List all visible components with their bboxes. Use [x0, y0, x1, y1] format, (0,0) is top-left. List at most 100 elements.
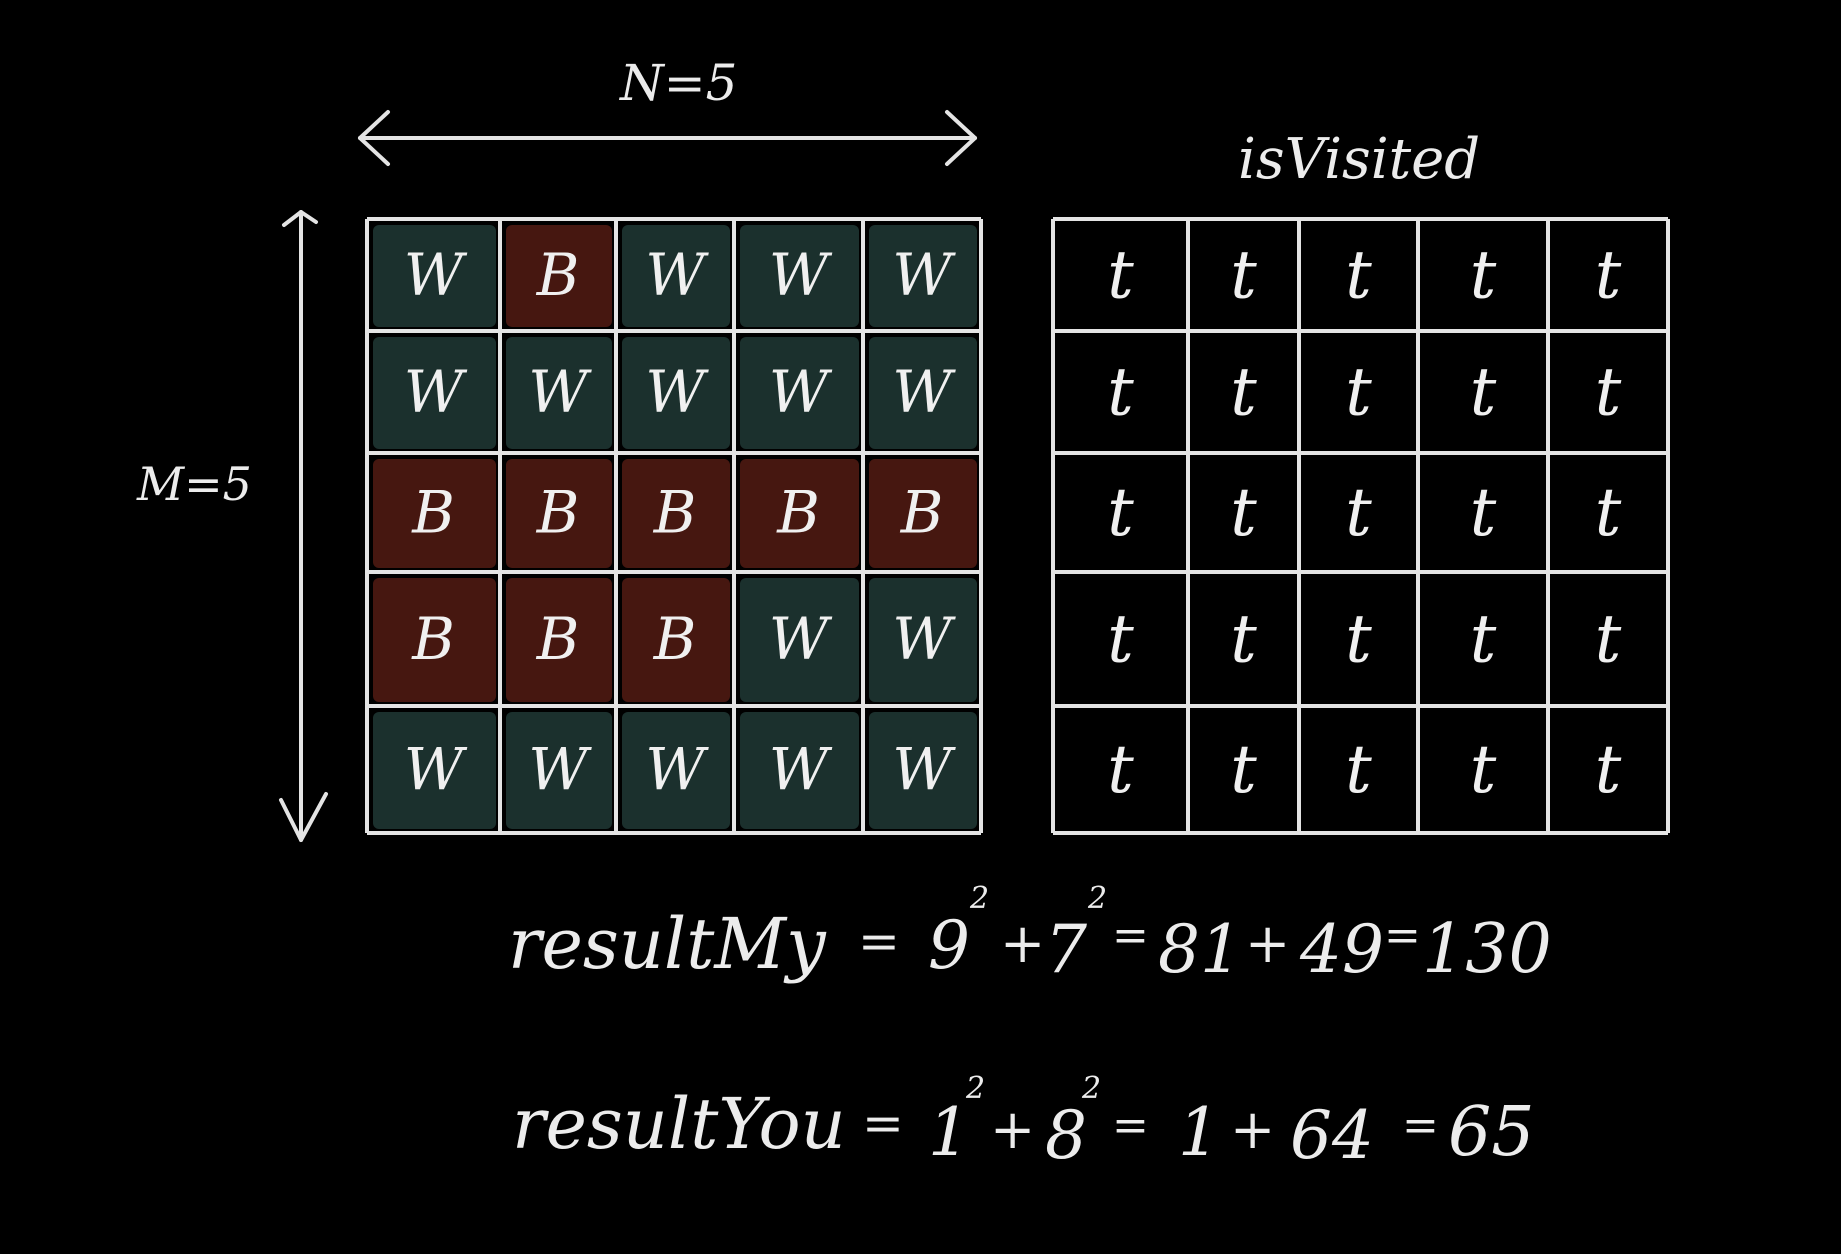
- visited-cell-r5-c4: t: [1470, 731, 1497, 808]
- visited-cell-r5-c2: t: [1230, 731, 1257, 808]
- soldier-cell-r4-c4: W: [769, 605, 833, 673]
- soldier-cell-r1-c1: W: [404, 241, 468, 309]
- soldier-cell-r2-c1: W: [404, 358, 468, 426]
- eq1-base-2: 7: [1045, 911, 1087, 988]
- visited-cell-r5-c5: t: [1595, 731, 1622, 808]
- eq2-exponent-1: 2: [965, 1071, 985, 1106]
- eq1-value-1: 81: [1158, 911, 1242, 988]
- soldier-cell-fill-r5-c2: [506, 712, 612, 829]
- visited-cell-r3-c4: t: [1470, 474, 1497, 551]
- visited-cell-r4-c4: t: [1470, 601, 1497, 678]
- eq2-exponent-2: 2: [1081, 1071, 1101, 1106]
- soldier-cell-r5-c2: W: [528, 736, 592, 804]
- soldier-cell-r1-c4: W: [769, 241, 833, 309]
- eq1-exponent-2: 2: [1087, 881, 1107, 916]
- eq1-value-2: 49: [1299, 911, 1384, 988]
- equation-result-you: resultYou = 1 2 + 8 2 = 1 + 64 = 65: [512, 1071, 1535, 1174]
- visited-cell-r3-c5: t: [1595, 474, 1622, 551]
- eq2-value-1: 1: [1178, 1094, 1220, 1171]
- visited-title: isVisited: [1238, 127, 1480, 192]
- height-arrow: [279, 210, 328, 842]
- visited-cell-r1-c1: t: [1107, 237, 1134, 314]
- eq1-variable: resultMy: [508, 903, 827, 985]
- visited-cell-r5-c3: t: [1345, 731, 1372, 808]
- soldier-cell-fill-r4-c1: [373, 578, 496, 702]
- eq1-result: 130: [1422, 910, 1552, 989]
- soldier-cell-r4-c3: B: [653, 605, 697, 673]
- visited-cell-r3-c2: t: [1230, 474, 1257, 551]
- visited-cell-r1-c5: t: [1595, 237, 1622, 314]
- visited-cell-r1-c3: t: [1345, 237, 1372, 314]
- visited-cell-r1-c4: t: [1470, 237, 1497, 314]
- visited-cell-r5-c1: t: [1107, 731, 1134, 808]
- visited-cell-r2-c2: t: [1230, 354, 1257, 431]
- visited-cell-r4-c3: t: [1345, 601, 1372, 678]
- soldier-cell-fill-r2-c3: [622, 337, 730, 449]
- eq2-variable: resultYou: [512, 1083, 846, 1165]
- soldier-cell-fill-r1-c4: [740, 225, 859, 327]
- soldier-cell-r2-c3: W: [645, 358, 709, 426]
- soldier-cell-fill-r3-c3: [622, 459, 730, 568]
- soldier-grid-lines: [365, 217, 983, 835]
- eq2-plus-2: +: [1230, 1098, 1275, 1161]
- eq1-plus-2: +: [1245, 912, 1290, 975]
- soldier-cell-fill-r5-c5: [869, 712, 977, 829]
- soldier-cell-r5-c4: W: [769, 736, 833, 804]
- soldier-cell-r5-c1: W: [404, 736, 468, 804]
- soldier-cell-r2-c5: W: [892, 358, 956, 426]
- soldier-cell-fill-r3-c1: [373, 459, 496, 568]
- soldier-cell-fill-r4-c5: [869, 578, 977, 702]
- visited-cell-r2-c3: t: [1345, 354, 1372, 431]
- eq1-base-1: 9: [928, 907, 970, 984]
- soldier-cell-fill-r1-c2: [506, 225, 612, 327]
- soldier-cell-r5-c3: W: [645, 736, 709, 804]
- eq2-plus-1: +: [990, 1098, 1035, 1161]
- eq1-equals-3: =: [1384, 910, 1421, 961]
- visited-cell-r1-c2: t: [1230, 237, 1257, 314]
- height-label: M=5: [136, 457, 252, 511]
- visited-cell-r3-c3: t: [1345, 474, 1372, 551]
- soldier-cell-fill-r3-c4: [740, 459, 859, 568]
- soldier-cell-r4-c5: W: [892, 605, 956, 673]
- eq2-result: 65: [1448, 1093, 1535, 1172]
- soldier-cell-fill-r3-c2: [506, 459, 612, 568]
- eq1-equals-2: =: [1112, 910, 1149, 961]
- soldier-cell-r3-c4: B: [776, 479, 820, 547]
- visited-cell-r4-c5: t: [1595, 601, 1622, 678]
- eq2-equals-1: =: [862, 1094, 904, 1152]
- soldier-cell-fills: [373, 225, 977, 829]
- visited-cell-r2-c4: t: [1470, 354, 1497, 431]
- soldier-cell-fill-r1-c5: [869, 225, 977, 327]
- eq1-plus-1: +: [1000, 912, 1045, 975]
- soldier-cell-r2-c4: W: [769, 358, 833, 426]
- soldier-cell-r1-c5: W: [892, 241, 956, 309]
- soldier-cell-fill-r2-c4: [740, 337, 859, 449]
- soldier-cell-r3-c3: B: [653, 479, 697, 547]
- soldier-cell-r4-c1: B: [411, 605, 455, 673]
- visited-cell-r4-c1: t: [1107, 601, 1134, 678]
- soldier-cell-r3-c2: B: [536, 479, 580, 547]
- width-arrow: [358, 110, 977, 166]
- eq1-exponent-1: 2: [969, 881, 989, 916]
- eq1-equals-1: =: [858, 912, 900, 970]
- visited-cell-r3-c1: t: [1107, 474, 1134, 551]
- soldier-cell-fill-r4-c3: [622, 578, 730, 702]
- visited-cell-r2-c5: t: [1595, 354, 1622, 431]
- soldier-cell-r4-c2: B: [536, 605, 580, 673]
- soldier-cell-fill-r5-c4: [740, 712, 859, 829]
- width-label: N=5: [619, 54, 737, 112]
- soldier-cell-fill-r5-c3: [622, 712, 730, 829]
- soldier-cell-fill-r2-c2: [506, 337, 612, 449]
- equation-result-my: resultMy = 9 2 + 7 2 = 81 + 49 = 130: [508, 881, 1552, 989]
- soldier-cell-r1-c2: B: [536, 241, 580, 309]
- soldier-cell-fill-r1-c1: [373, 225, 496, 327]
- soldier-cell-r3-c5: B: [900, 479, 944, 547]
- soldier-cell-fill-r4-c2: [506, 578, 612, 702]
- soldier-cell-fill-r2-c1: [373, 337, 496, 449]
- soldier-cell-r1-c3: W: [645, 241, 709, 309]
